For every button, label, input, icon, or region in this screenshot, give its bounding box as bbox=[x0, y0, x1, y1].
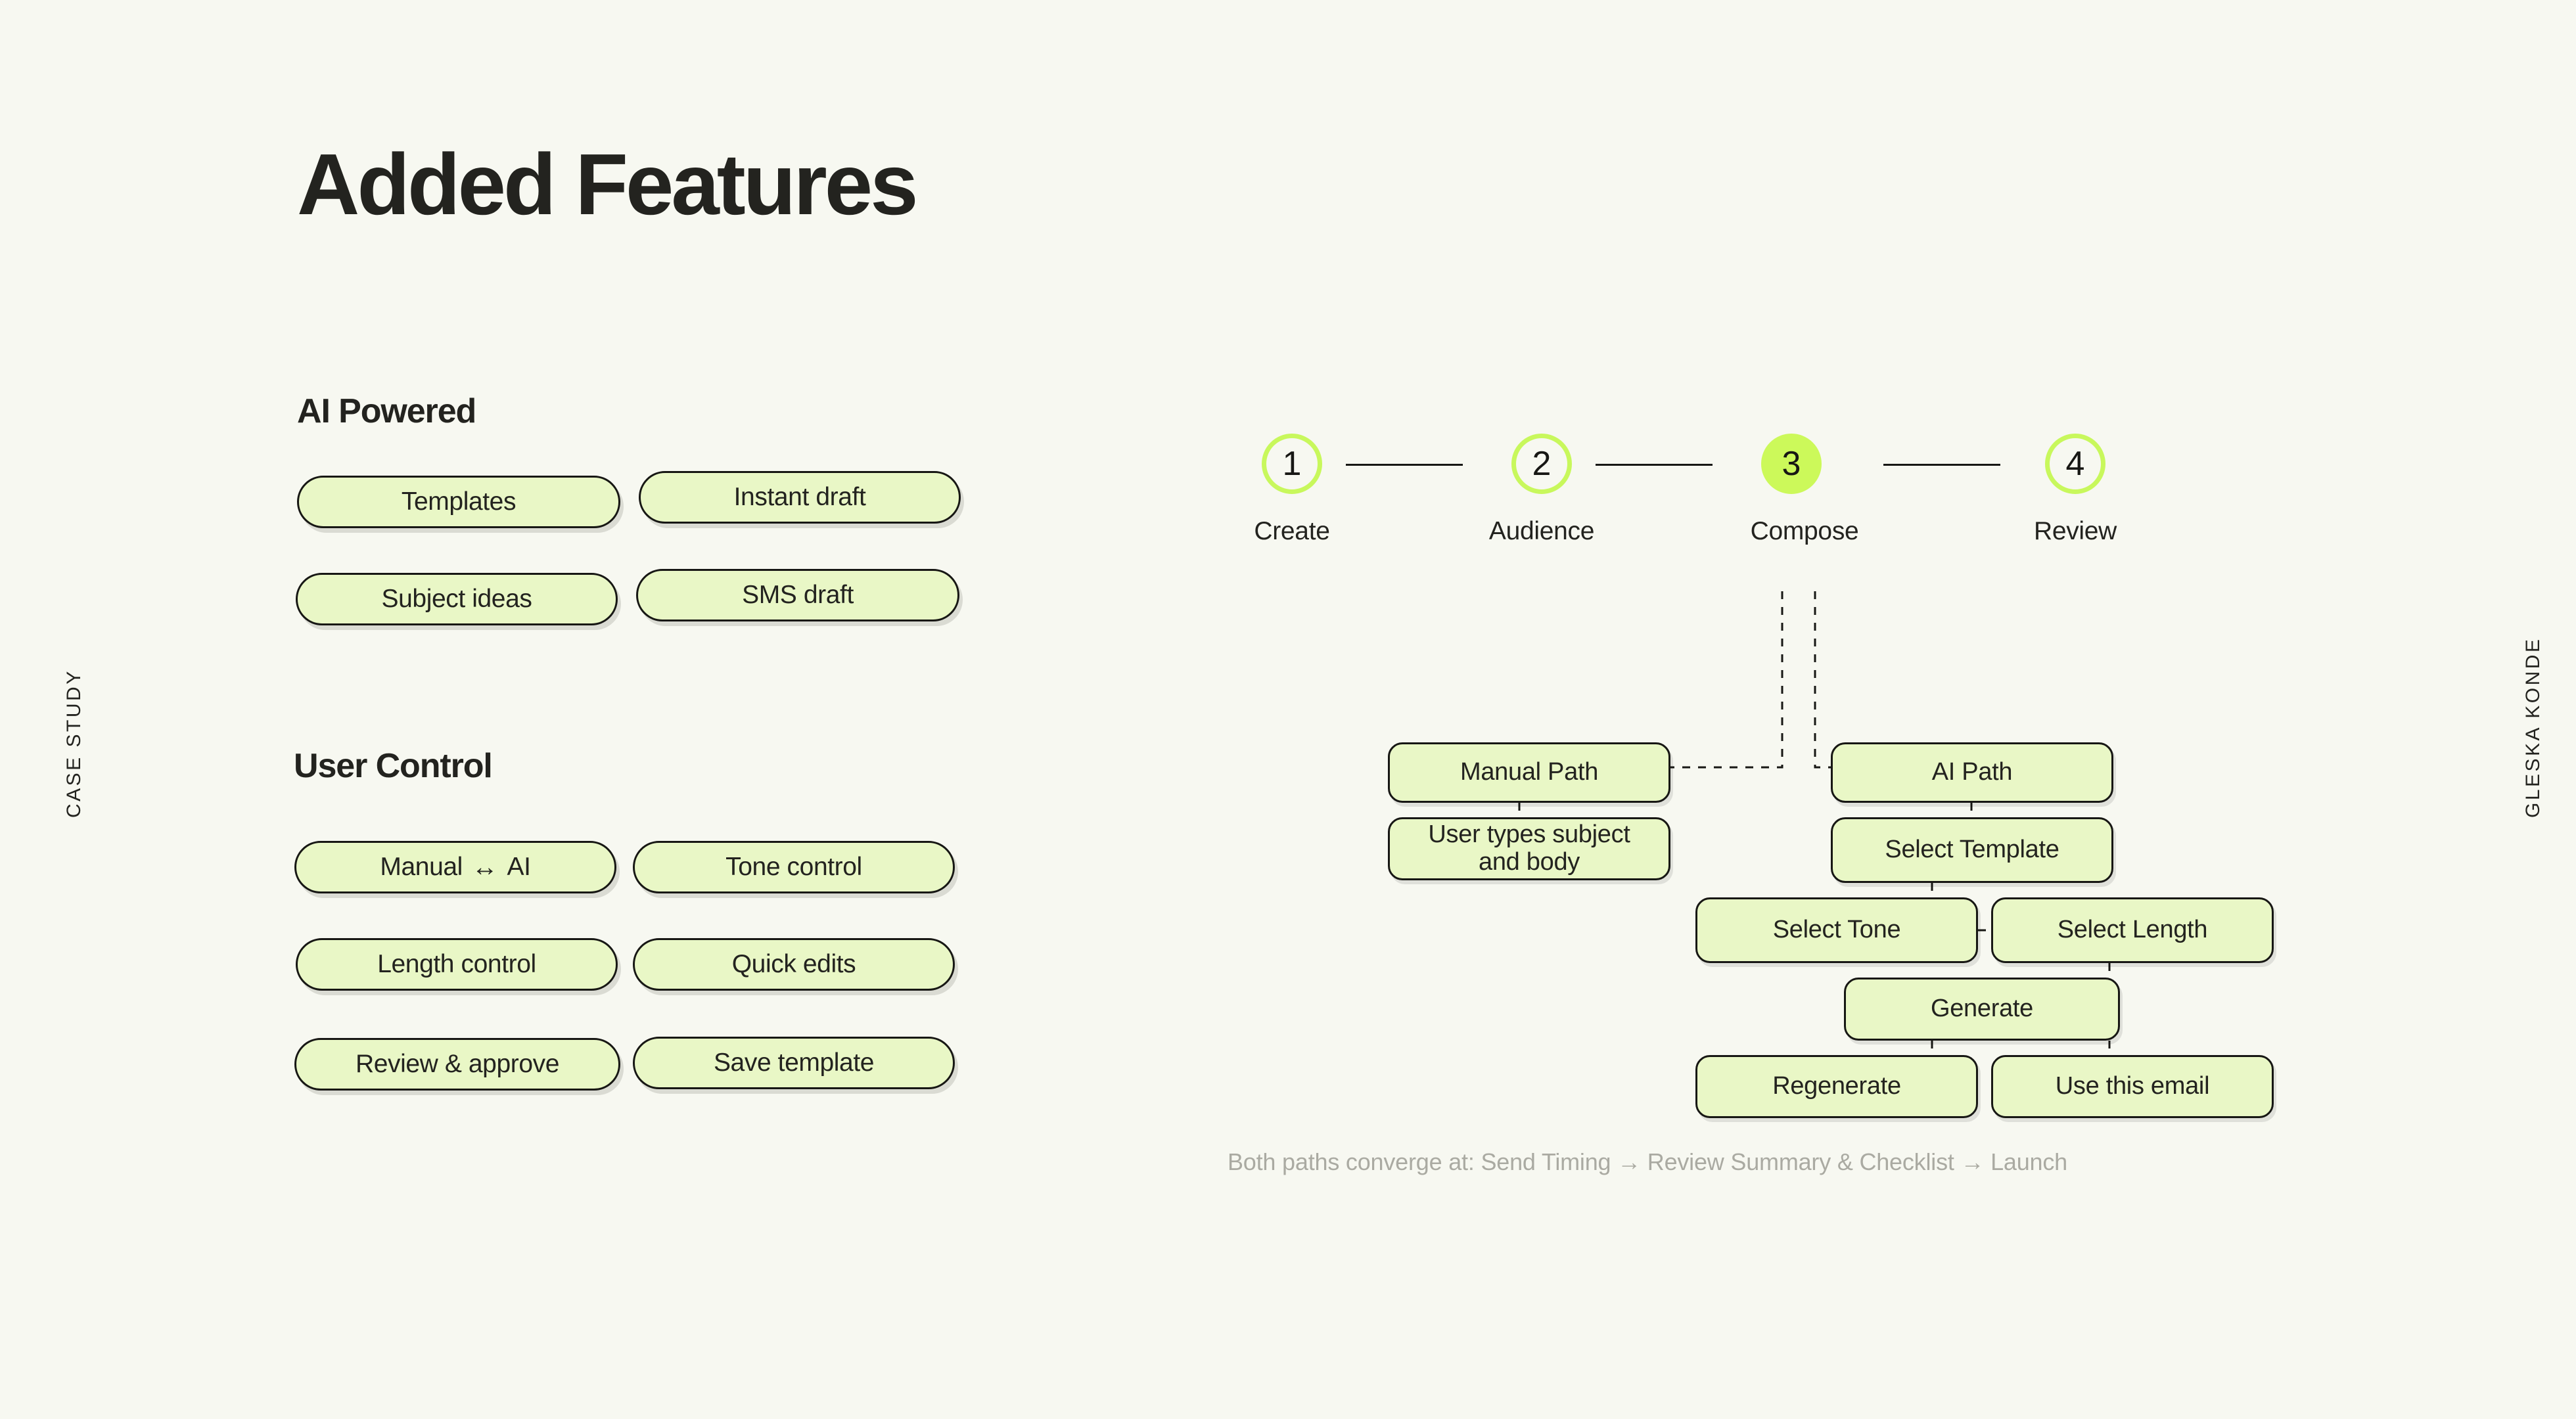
flow-node-label: AI Path bbox=[1931, 758, 2013, 786]
flow-node-label: Select Tone bbox=[1772, 916, 1901, 944]
bidirectional-arrow-icon: ↔ bbox=[471, 853, 498, 882]
flow-node-label: User types subject and body bbox=[1428, 821, 1630, 876]
feature-pill-length-control[interactable]: Length control bbox=[296, 938, 618, 991]
page-title: Added Features bbox=[297, 136, 919, 233]
feature-pill-quick-edits[interactable]: Quick edits bbox=[633, 938, 955, 991]
stepper-label-audience: Audience bbox=[1488, 517, 1595, 546]
flow-node-label: Use this email bbox=[2055, 1072, 2210, 1100]
flow-node-generate[interactable]: Generate bbox=[1844, 978, 2120, 1041]
stepper-number: 3 bbox=[1782, 445, 1801, 483]
flow-node-label: Select Length bbox=[2057, 916, 2208, 944]
feature-pill-instant-draft[interactable]: Instant draft bbox=[639, 471, 961, 524]
feature-pill-save-template[interactable]: Save template bbox=[633, 1037, 955, 1089]
flow-node-ai-path[interactable]: AI Path bbox=[1831, 742, 2113, 803]
feature-pill-label: Review & approve bbox=[355, 1050, 560, 1078]
stepper-label-review: Review bbox=[2034, 517, 2117, 546]
stepper-label-create: Create bbox=[1254, 517, 1330, 546]
flow-node-regenerate[interactable]: Regenerate bbox=[1695, 1055, 1978, 1118]
flow-node-manual-path[interactable]: Manual Path bbox=[1388, 742, 1670, 803]
stepper-number: 1 bbox=[1282, 445, 1302, 483]
feature-pill-label: Save template bbox=[713, 1048, 875, 1077]
flow-node-label: Generate bbox=[1930, 995, 2034, 1023]
flow-node-select-tone[interactable]: Select Tone bbox=[1695, 897, 1978, 963]
flow-node-select-length[interactable]: Select Length bbox=[1991, 897, 2274, 963]
stepper-number: 4 bbox=[2065, 445, 2085, 483]
side-label-author: GLESKA KONDE bbox=[2522, 637, 2544, 818]
stepper-label-text: Review bbox=[2033, 517, 2117, 545]
feature-pill-label: Subject ideas bbox=[381, 585, 532, 613]
feature-pill-sms-draft[interactable]: SMS draft bbox=[636, 569, 959, 621]
feature-pill-review-approve[interactable]: Review & approve bbox=[294, 1038, 620, 1091]
feature-pill-label: Quick edits bbox=[731, 950, 856, 978]
feature-pill-tone-control[interactable]: Tone control bbox=[633, 841, 955, 893]
stepper-circle-1[interactable]: 1 bbox=[1262, 434, 1322, 494]
feature-pill-label: SMS draft bbox=[742, 581, 854, 609]
feature-pill-label-ai: AI bbox=[507, 853, 531, 881]
flow-node-use-this-email[interactable]: Use this email bbox=[1991, 1055, 2274, 1118]
stepper-label-compose: Compose bbox=[1751, 517, 1859, 546]
stepper-circle-3[interactable]: 3 bbox=[1761, 434, 1822, 494]
feature-pill-templates[interactable]: Templates bbox=[297, 476, 620, 528]
feature-pill-label-manual: Manual bbox=[380, 853, 463, 881]
feature-pill-label: Length control bbox=[377, 950, 536, 978]
feature-pill-manual-ai[interactable]: Manual ↔ AI bbox=[294, 841, 616, 893]
stepper-label-text: Compose bbox=[1750, 517, 1859, 545]
flow-node-label: Select Template bbox=[1885, 836, 2059, 864]
feature-pill-label: Tone control bbox=[725, 853, 862, 881]
section-heading-ai-powered: AI Powered bbox=[297, 392, 476, 430]
feature-pill-subject-ideas[interactable]: Subject ideas bbox=[296, 573, 618, 625]
stepper-number: 2 bbox=[1532, 445, 1552, 483]
side-label-case-study: CASE STUDY bbox=[63, 669, 85, 818]
flow-node-select-template[interactable]: Select Template bbox=[1831, 817, 2113, 883]
stepper-label-text: Audience bbox=[1488, 517, 1595, 545]
flow-node-user-types-subject-and-body[interactable]: User types subject and body bbox=[1388, 817, 1670, 880]
stepper-connector-3-4 bbox=[1883, 464, 2000, 466]
feature-pill-label: Instant draft bbox=[733, 483, 866, 511]
stepper-label-text: Create bbox=[1254, 517, 1330, 545]
stepper-connector-1-2 bbox=[1346, 464, 1463, 466]
stepper-circle-2[interactable]: 2 bbox=[1511, 434, 1572, 494]
stepper-circle-4[interactable]: 4 bbox=[2045, 434, 2105, 494]
stepper-connector-2-3 bbox=[1596, 464, 1713, 466]
flow-convergence-note: Both paths converge at: Send Timing → Re… bbox=[1228, 1148, 2067, 1175]
feature-pill-label: Templates bbox=[401, 487, 517, 516]
flow-node-label: Regenerate bbox=[1772, 1072, 1901, 1100]
flow-node-label: Manual Path bbox=[1460, 758, 1599, 786]
section-heading-user-control: User Control bbox=[294, 747, 493, 785]
